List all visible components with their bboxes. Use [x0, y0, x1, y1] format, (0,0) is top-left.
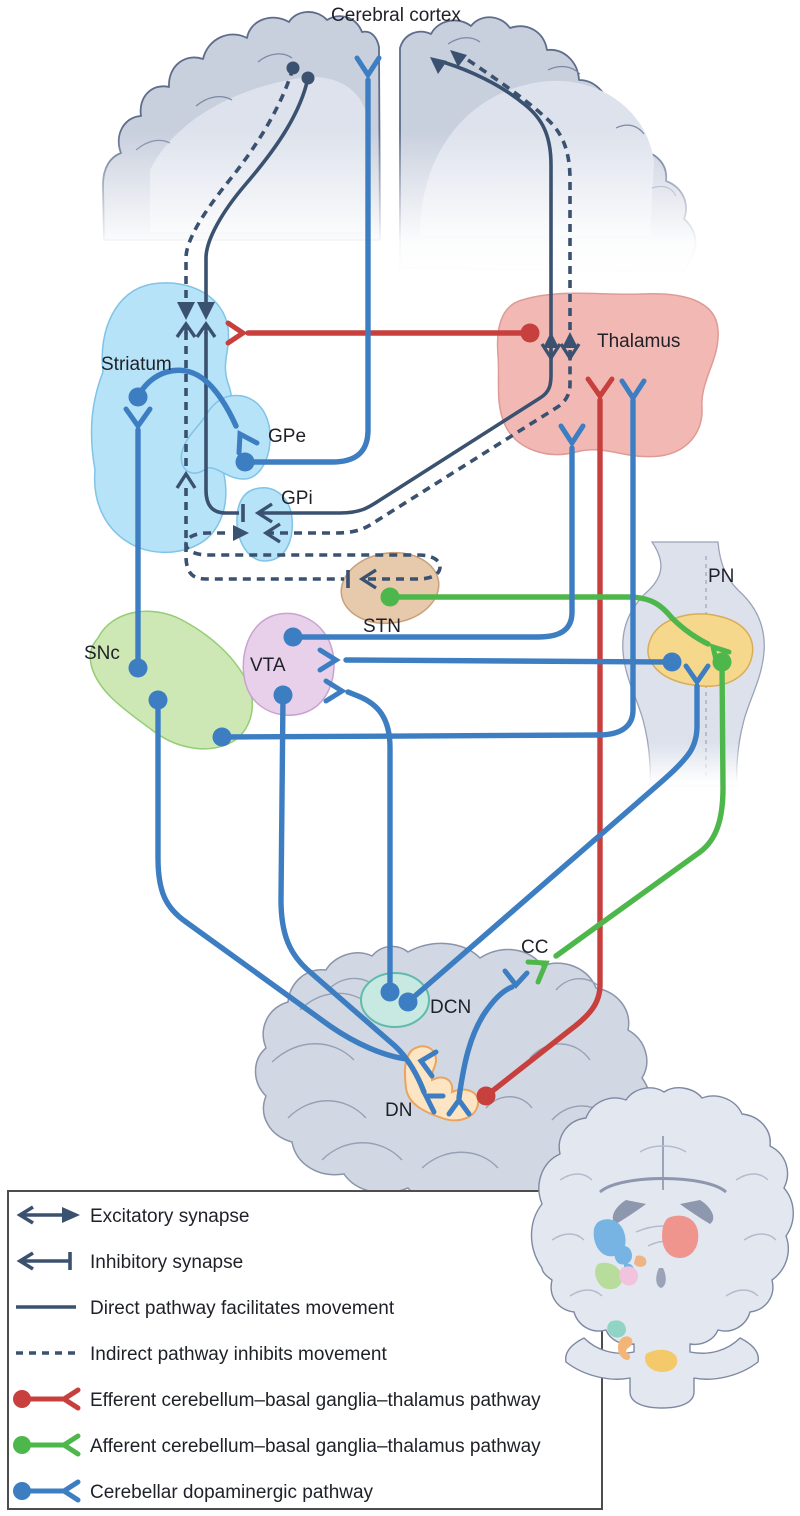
cerebral-cortex-label: Cerebral cortex [331, 5, 461, 26]
cc-label: CC [521, 937, 548, 958]
efferent-pathway-icon [13, 1387, 81, 1411]
legend: Excitatory synapse Inhibitory synapse Di… [13, 1205, 541, 1503]
gpi-label: GPi [281, 488, 313, 509]
navy-pathways [184, 56, 572, 581]
legend-label-indirect: Indirect pathway inhibits movement [90, 1344, 387, 1365]
blue-pathways [135, 77, 700, 1101]
red-pathways [245, 330, 603, 1099]
red-synapse-glyphs [225, 320, 615, 1106]
region-labels: Cerebral cortex Striatum GPe GPi STN SNc… [84, 5, 734, 1121]
blue-synapse-glyphs [123, 55, 711, 1117]
gpe-label: GPe [268, 426, 306, 447]
thalamus-blob [496, 292, 719, 458]
inhibitory-synapse-icon [16, 1251, 72, 1271]
vta-label: VTA [250, 655, 286, 676]
green-pathways [387, 594, 726, 959]
legend-label-excitatory: Excitatory synapse [90, 1206, 249, 1227]
dn-label: DN [385, 1100, 412, 1121]
legend-label-direct: Direct pathway facilitates movement [90, 1298, 395, 1319]
dopaminergic-pathway-icon [13, 1479, 81, 1503]
stn-label: STN [363, 616, 401, 637]
green-synapse-glyphs [380, 587, 732, 985]
nuclei-blobs [89, 282, 719, 750]
afferent-pathway-icon [13, 1433, 81, 1457]
cerebral-cortex-drawing [90, 11, 730, 280]
legend-label-afferent: Afferent cerebellum–basal ganglia–thalam… [90, 1436, 541, 1457]
dcn-label: DCN [430, 997, 471, 1018]
navy-synapse-glyphs [175, 50, 581, 590]
excitatory-synapse-icon [16, 1205, 80, 1225]
legend-label-efferent: Efferent cerebellum–basal ganglia–thalam… [90, 1390, 541, 1411]
striatum-label: Striatum [101, 354, 172, 375]
legend-box [7, 1190, 603, 1510]
snc-label: SNc [84, 643, 120, 664]
coronal-brain-inset [530, 1087, 794, 1409]
thalamus-label: Thalamus [597, 331, 680, 352]
legend-label-dopaminergic: Cerebellar dopaminergic pathway [90, 1482, 374, 1503]
legend-label-inhibitory: Inhibitory synapse [90, 1252, 243, 1273]
snc-blob [89, 610, 253, 750]
pn-label: PN [708, 566, 734, 587]
